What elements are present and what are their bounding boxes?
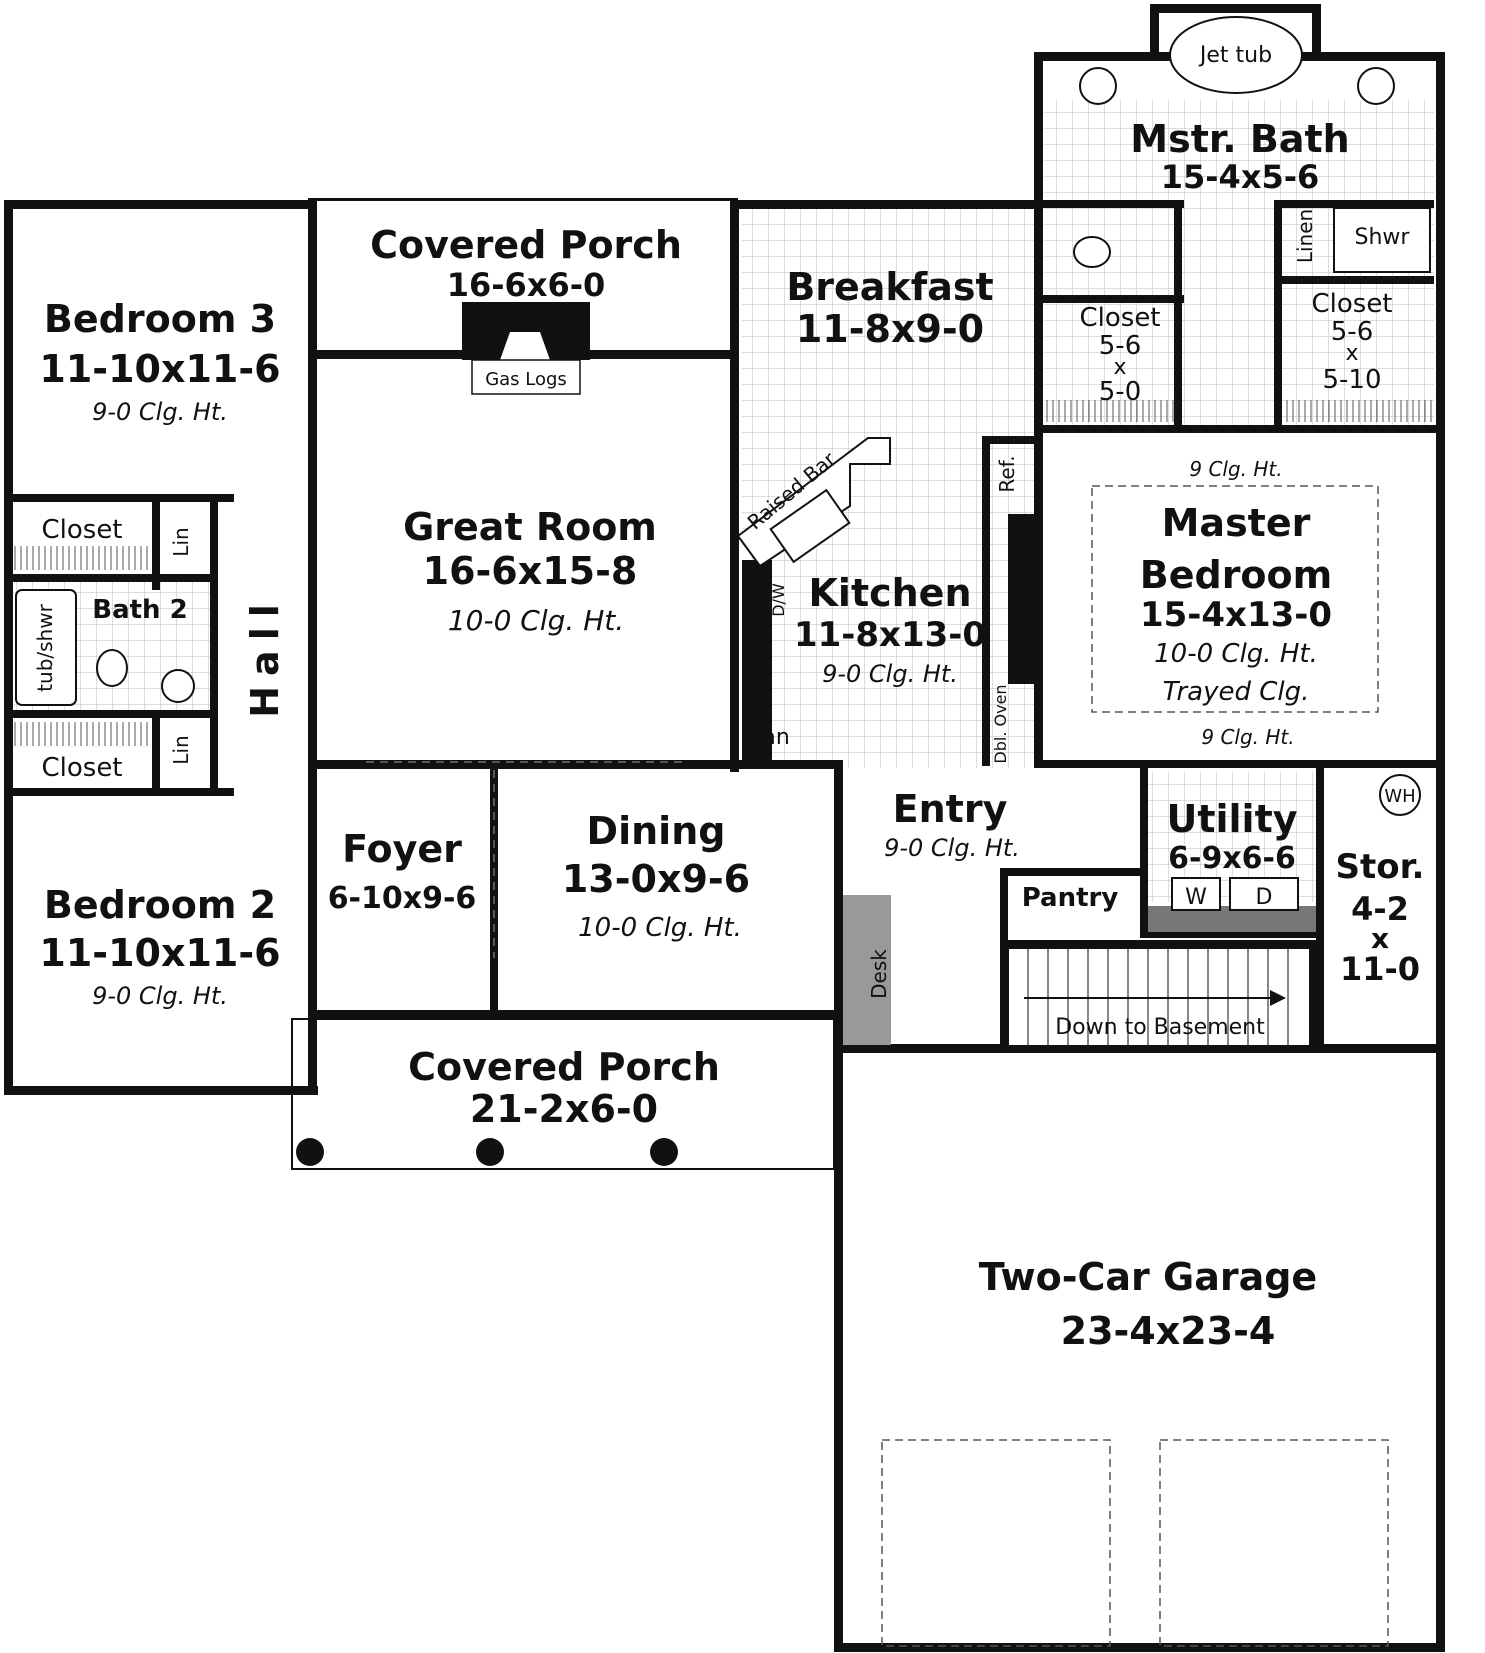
mb-closet-right-dim-a: 5-6: [1331, 317, 1373, 347]
water-heater-icon: [1379, 774, 1421, 816]
breakfast-name: Breakfast: [786, 265, 993, 309]
pantry-label: Pantry: [1022, 883, 1119, 913]
mb-closet-right-dim-b: 5-10: [1322, 365, 1381, 395]
lin-bottom-label: Lin: [169, 735, 193, 764]
stairs-label: Down to Basement: [1055, 1015, 1265, 1040]
wh-label: WH: [1384, 786, 1415, 807]
mb-ceiling: 10-0 Clg. Ht.: [1154, 639, 1318, 669]
dryer: [1229, 877, 1299, 911]
sink-bath2-icon: [161, 669, 195, 703]
tub-shwr-label: tub/shwr: [33, 603, 57, 691]
bedroom3-ceiling: 9-0 Clg. Ht.: [92, 398, 228, 426]
great-room-ceiling: 10-0 Clg. Ht.: [448, 604, 624, 637]
kitchen-name: Kitchen: [808, 571, 971, 615]
linen-label: Linen: [1293, 209, 1317, 263]
entry-ceiling: 9-0 Clg. Ht.: [884, 834, 1020, 862]
dryer-label: D: [1256, 885, 1273, 910]
bath2-label: Bath 2: [92, 595, 187, 625]
sink-right-icon: [1357, 67, 1395, 105]
kitchen-dim: 11-8x13-0: [794, 615, 986, 655]
mb-side-clg-top: 9 Clg. Ht.: [1189, 457, 1282, 481]
stor-x: x: [1371, 922, 1389, 955]
mb-closet-right-name: Closet: [1311, 289, 1392, 319]
garage-name: Two-Car Garage: [979, 1255, 1317, 1299]
utility-dim: 6-9x6-6: [1168, 841, 1296, 876]
stor-dim-b: 11-0: [1340, 950, 1420, 988]
stor-name: Stor.: [1336, 847, 1425, 887]
foyer-name: Foyer: [342, 827, 462, 871]
jet-tub-label: Jet tub: [1198, 43, 1272, 68]
trayed-ceiling-outline: [1091, 485, 1379, 713]
gas-logs-label: Gas Logs: [485, 369, 567, 390]
porch-column-2: [476, 1138, 504, 1166]
closet-bottom-label: Closet: [41, 753, 122, 783]
covered-porch-back-name: Covered Porch: [370, 223, 682, 267]
breakfast-dim: 11-8x9-0: [796, 307, 984, 351]
toilet-mb-icon: [1073, 236, 1111, 268]
hall-label: Hall: [243, 594, 287, 718]
garage-dim: 23-4x23-4: [1061, 1309, 1276, 1353]
mb-trayed: Trayed Clg.: [1163, 677, 1310, 707]
stor-dim-a: 4-2: [1351, 890, 1409, 928]
closet-rod-bottom: [14, 722, 150, 746]
closet-rod-top: [14, 546, 150, 570]
bedroom2-dim: 11-10x11-6: [39, 931, 280, 975]
lin-top-label: Lin: [169, 527, 193, 556]
dining-ceiling: 10-0 Clg. Ht.: [578, 913, 742, 943]
mb-dim: 15-4x13-0: [1140, 595, 1332, 635]
tub-bath2: [15, 589, 77, 706]
bedroom2-ceiling: 9-0 Clg. Ht.: [92, 982, 228, 1010]
dining-dim: 13-0x9-6: [562, 857, 750, 901]
shwr-label: Shwr: [1355, 225, 1411, 250]
porch-column-3: [650, 1138, 678, 1166]
mstr-bath-dim: 15-4x5-6: [1161, 158, 1320, 196]
utility-name: Utility: [1166, 797, 1297, 841]
mb-name-line2: Bedroom: [1140, 553, 1333, 597]
washer: [1171, 877, 1221, 911]
mb-closet-rod-right: [1284, 400, 1434, 422]
covered-porch-front-dim: 21-2x6-0: [470, 1087, 658, 1131]
mb-closet-right-x: x: [1345, 341, 1358, 366]
great-room-dim: 16-6x15-8: [423, 549, 638, 593]
great-room-name: Great Room: [403, 505, 657, 549]
covered-porch-back-dim: 16-6x6-0: [447, 266, 606, 304]
stairs: [1007, 947, 1311, 1047]
mb-closet-left-dim-b: 5-0: [1099, 377, 1141, 407]
sink-left-icon: [1079, 67, 1117, 105]
pan-label: Pan: [750, 725, 790, 750]
mb-closet-left-name: Closet: [1079, 303, 1160, 333]
dining-name: Dining: [587, 809, 726, 853]
mb-name-line1: Master: [1162, 501, 1311, 545]
bedroom2-name: Bedroom 2: [44, 883, 276, 927]
kitchen-ceiling: 9-0 Clg. Ht.: [822, 660, 958, 688]
mb-closet-rod-left: [1044, 400, 1174, 422]
porch-column-1: [296, 1138, 324, 1166]
covered-porch-front-name: Covered Porch: [408, 1045, 720, 1089]
mb-closet-left-dim-a: 5-6: [1099, 331, 1141, 361]
garage-door-left: [881, 1439, 1111, 1647]
fireplace: [462, 302, 590, 395]
garage-door-right: [1159, 1439, 1389, 1647]
bedroom3-dim: 11-10x11-6: [39, 347, 280, 391]
ref-label: Ref.: [995, 455, 1019, 492]
mb-closet-left-x: x: [1113, 355, 1126, 380]
kitchen-sink: [769, 488, 851, 564]
desk-label: Desk: [867, 949, 891, 999]
toilet-bath2-icon: [96, 649, 128, 687]
bedroom3-name: Bedroom 3: [44, 297, 276, 341]
foyer-dim: 6-10x9-6: [328, 881, 477, 916]
mstr-bath-name: Mstr. Bath: [1130, 117, 1349, 161]
closet-top-label: Closet: [41, 515, 122, 545]
dw-label: D/W: [769, 583, 788, 617]
washer-label: W: [1185, 885, 1207, 910]
shower: [1333, 207, 1431, 273]
entry-name: Entry: [893, 787, 1008, 831]
dbl-oven-label: Dbl. Oven: [991, 684, 1010, 763]
jet-tub: [1169, 16, 1303, 94]
mb-side-clg-bottom: 9 Clg. Ht.: [1201, 725, 1294, 749]
